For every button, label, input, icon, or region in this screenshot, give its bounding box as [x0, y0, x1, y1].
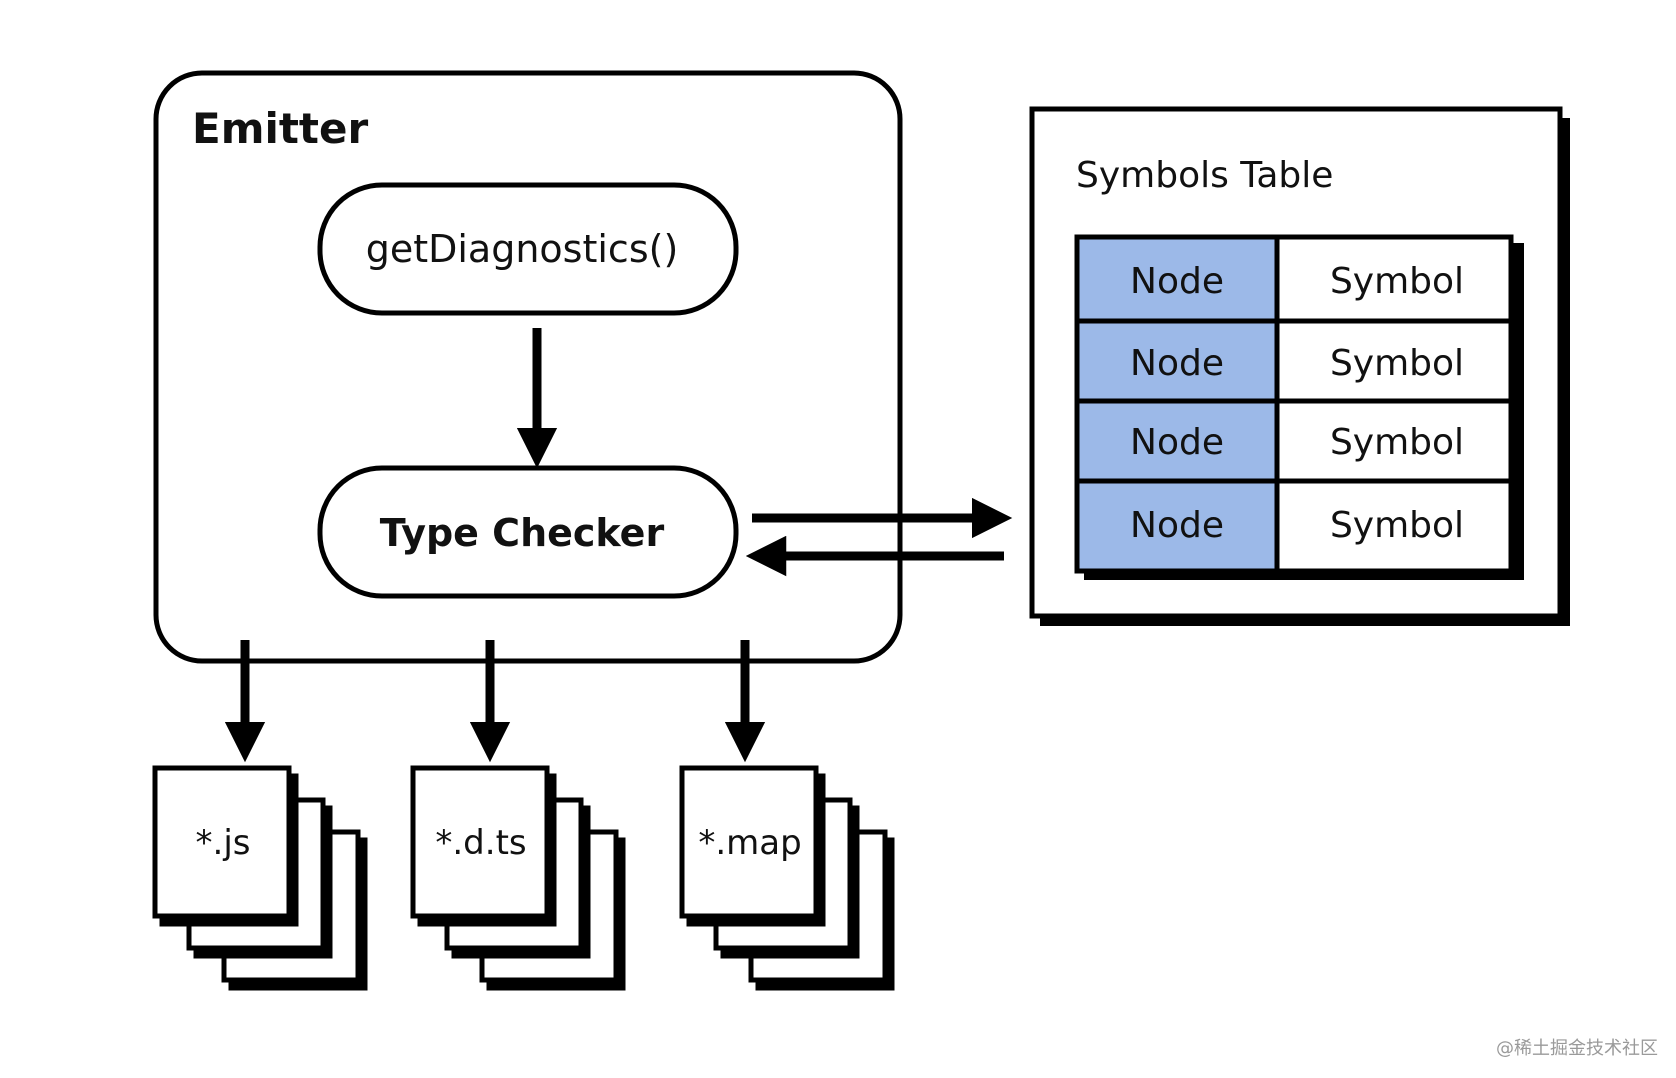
table-cell-node: Node	[1130, 422, 1224, 463]
table-cell-node: Node	[1130, 343, 1224, 384]
get-diagnostics-label: getDiagnostics()	[365, 227, 679, 271]
table-grid	[1074, 234, 1514, 574]
map-file-stack	[679, 765, 895, 991]
emitter-box	[153, 70, 903, 664]
table-cell-symbol: Symbol	[1329, 343, 1465, 384]
js-file-stack	[152, 765, 368, 991]
get-diagnostics-pill	[317, 182, 739, 316]
table-cell-symbol: Symbol	[1329, 261, 1465, 302]
dts-file-stack	[410, 765, 626, 991]
table-cell-node: Node	[1130, 505, 1224, 546]
type-checker-label: Type Checker	[379, 511, 665, 555]
dts-file-label: *.d.ts	[435, 823, 527, 863]
js-file-label: *.js	[195, 823, 251, 863]
symbols-table-title: Symbols Table	[1076, 155, 1334, 196]
table-cell-node: Node	[1130, 261, 1224, 302]
watermark: @稀土掘金技术社区	[1496, 1038, 1658, 1059]
type-checker-pill	[317, 465, 739, 599]
map-file-label: *.map	[698, 823, 802, 863]
table-cell-symbol: Symbol	[1329, 422, 1465, 463]
emitter-title: Emitter	[192, 104, 369, 153]
table-cell-symbol: Symbol	[1329, 505, 1465, 546]
